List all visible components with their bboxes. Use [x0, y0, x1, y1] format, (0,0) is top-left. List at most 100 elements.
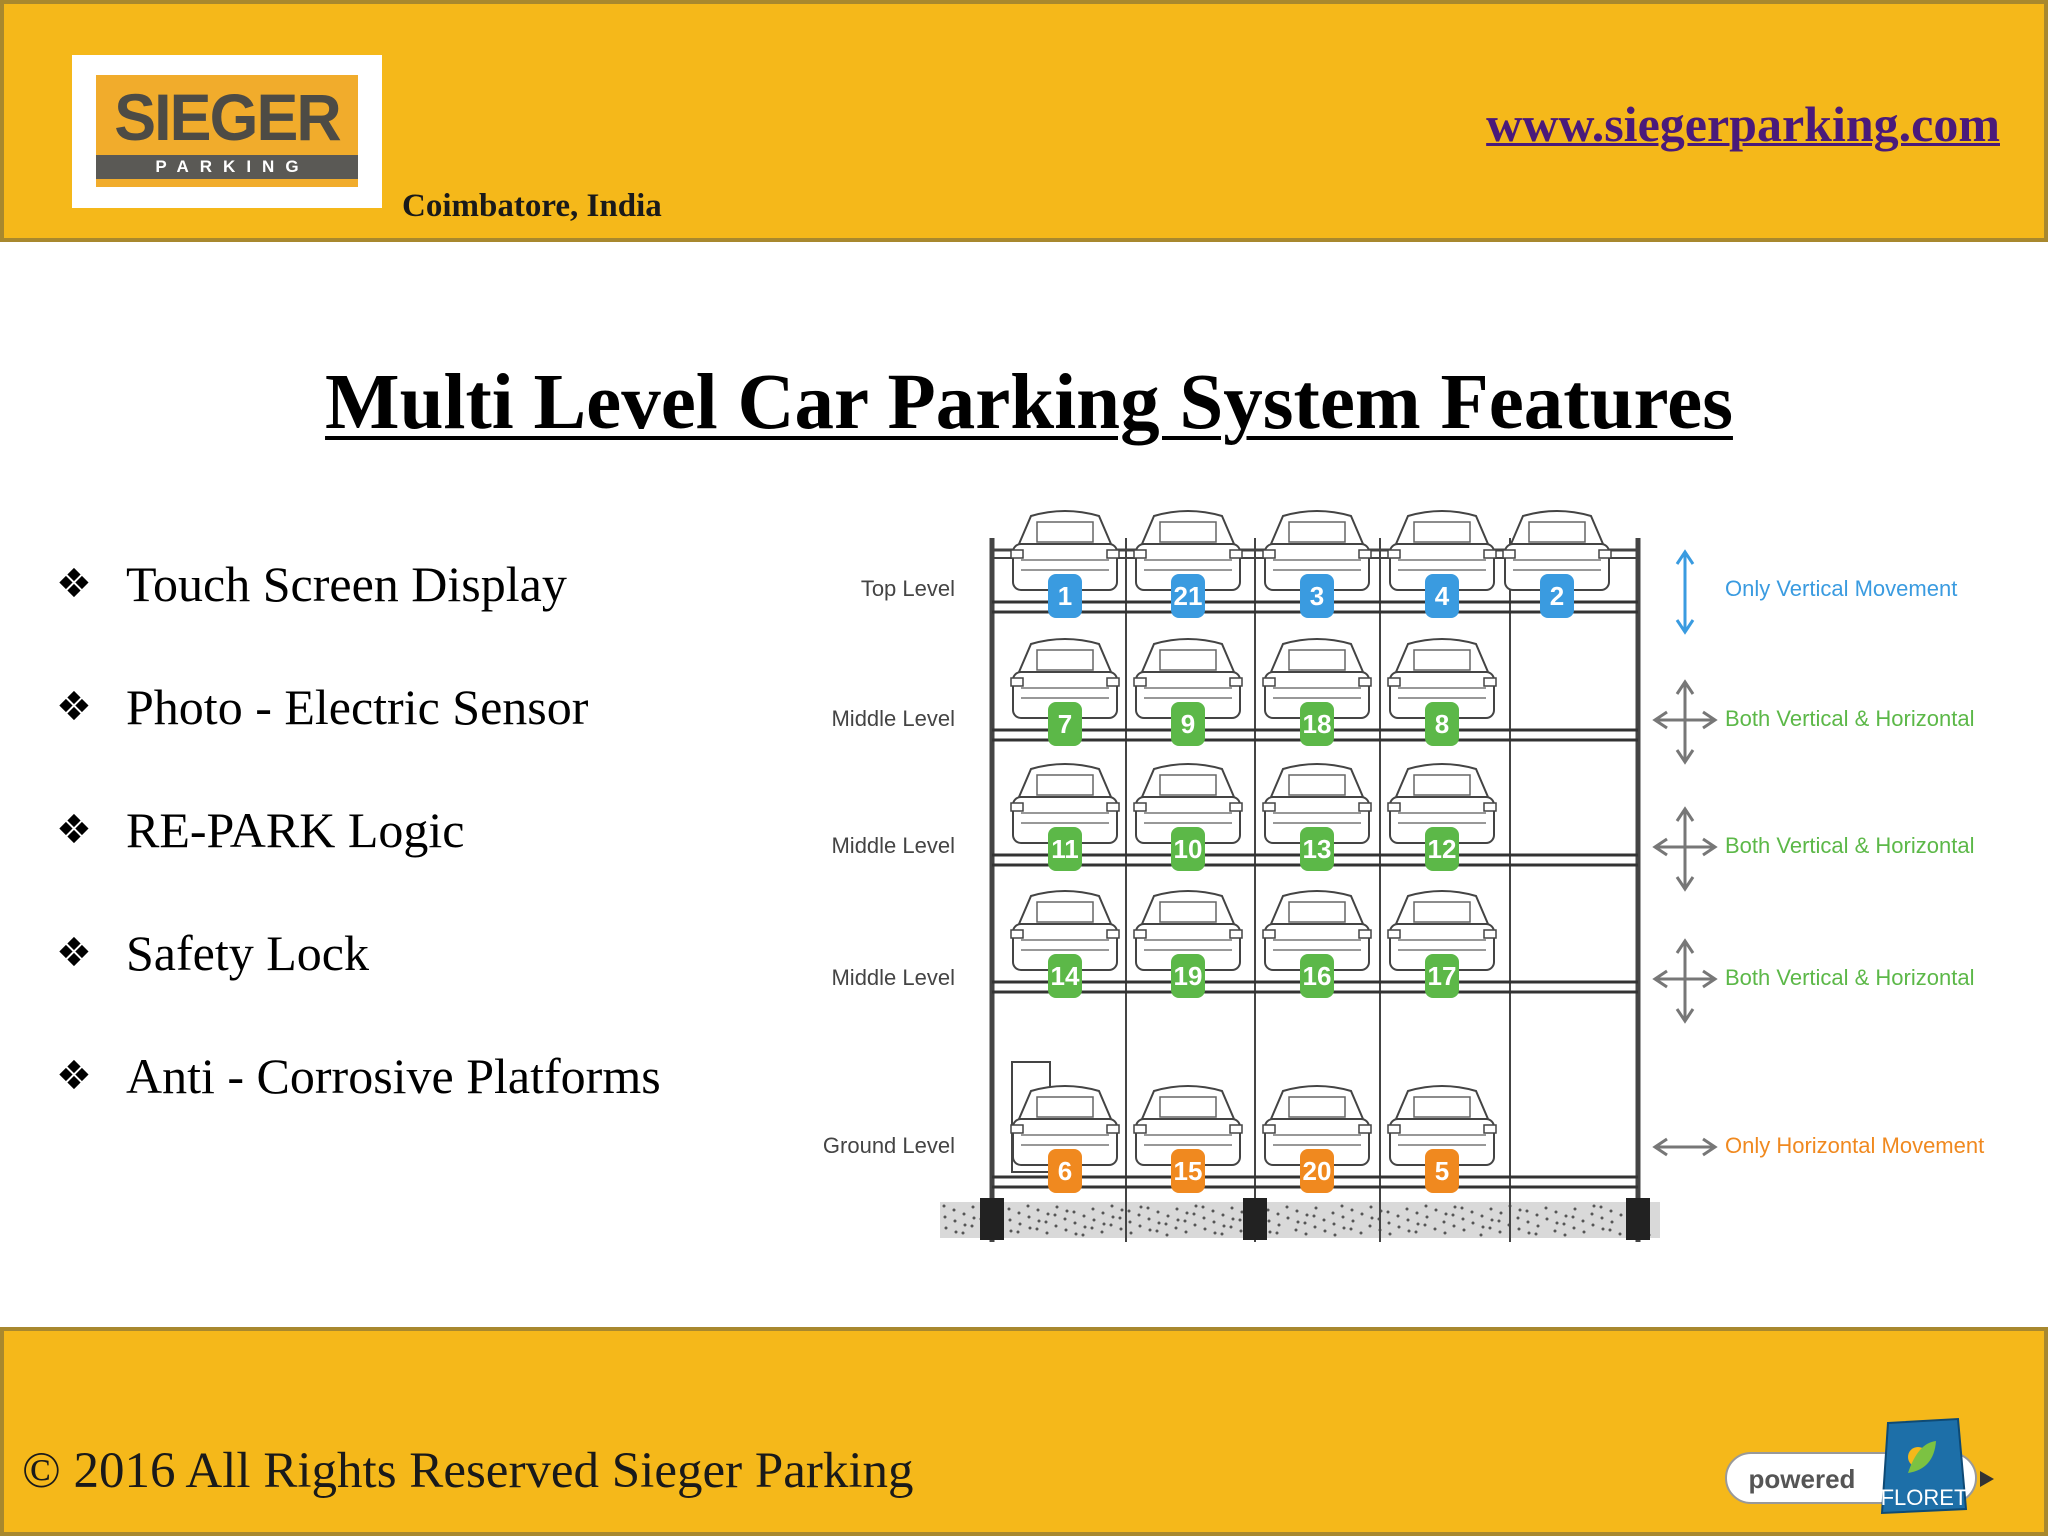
gravel-dot [1499, 1211, 1503, 1215]
gravel-dot [1045, 1231, 1049, 1235]
slot-number: 8 [1435, 709, 1449, 739]
slot-number: 19 [1174, 961, 1203, 991]
gravel-dot [1323, 1229, 1327, 1233]
car-windshield [1159, 1096, 1217, 1118]
slot-badge [1171, 954, 1205, 998]
gravel-dot [1268, 1230, 1272, 1234]
gravel-dot [1092, 1218, 1096, 1222]
gravel-dot [1610, 1220, 1614, 1224]
parked-car: 6 [1010, 1085, 1120, 1193]
car-headlight [1387, 549, 1401, 559]
gravel-dot [1275, 1231, 1279, 1235]
gravel-dot [1118, 1216, 1122, 1220]
parked-car: 16 [1262, 890, 1372, 998]
gravel-dot [1322, 1218, 1326, 1222]
car-headlight [1133, 549, 1147, 559]
parked-car: 4 [1387, 510, 1497, 618]
gravel-dot [1064, 1228, 1068, 1232]
gravel-dot [1423, 1223, 1427, 1227]
feature-text: Safety Lock [126, 925, 369, 981]
gravel-dot [1065, 1209, 1069, 1213]
gravel-dot [1231, 1217, 1235, 1221]
slot-number: 13 [1303, 834, 1332, 864]
gravel-dot [1332, 1222, 1336, 1226]
gravel-dot [963, 1223, 967, 1227]
gravel-dot [1525, 1209, 1529, 1213]
arrow-head [1675, 619, 1695, 635]
car-headlight [1483, 677, 1497, 687]
slot-badge [1048, 1149, 1082, 1193]
slot-badge [1048, 954, 1082, 998]
gravel-dot [1174, 1226, 1178, 1230]
parked-car: 19 [1133, 890, 1243, 998]
car-windshield [1159, 774, 1217, 796]
gravel-dot [1090, 1226, 1094, 1230]
car-headlight [1502, 549, 1516, 559]
slot-number: 7 [1058, 709, 1072, 739]
gravel-dot [1471, 1221, 1475, 1225]
powered-by-floret-badge[interactable]: powered FLORET [1722, 1413, 2004, 1525]
website-link[interactable]: www.siegerparking.com [1486, 96, 2000, 152]
parked-car: 12 [1387, 763, 1497, 871]
four-way-arrow-icon [1652, 679, 1718, 765]
gravel-dot [962, 1212, 966, 1216]
diamond-bullet-icon: ❖ [56, 930, 92, 976]
gravel-dot [1276, 1212, 1280, 1216]
gravel-dot [1582, 1230, 1586, 1234]
gravel-dot [1101, 1211, 1105, 1215]
gravel-dot [1460, 1206, 1464, 1210]
feature-text: Anti - Corrosive Platforms [126, 1048, 661, 1104]
parked-car: 11 [1010, 763, 1120, 871]
gravel-dot [1590, 1212, 1594, 1216]
car-windshield [1288, 649, 1346, 671]
gravel-dot [1220, 1232, 1224, 1236]
gravel-dot [1194, 1204, 1198, 1208]
gravel-dot [944, 1226, 948, 1230]
car-headlight [1358, 929, 1372, 939]
gravel-dot [1201, 1205, 1205, 1209]
car-headlight [1387, 677, 1401, 687]
slot-number: 11 [1051, 834, 1079, 864]
car-headlight [1387, 929, 1401, 939]
gravel-dot [1164, 1222, 1168, 1226]
gravel-dot [1166, 1214, 1170, 1218]
gravel-dot [1369, 1205, 1373, 1209]
slot-number: 17 [1428, 961, 1457, 991]
logo-subtitle: PARKING [96, 155, 358, 179]
parked-car: 18 [1262, 638, 1372, 746]
slot-number: 14 [1051, 961, 1080, 991]
gravel-dot [1193, 1223, 1197, 1227]
gravel-dot [1416, 1222, 1420, 1226]
slot-badge [1048, 574, 1082, 618]
slot-number: 9 [1181, 709, 1195, 739]
car-headlight [1483, 929, 1497, 939]
gravel-dot [1527, 1231, 1531, 1235]
gravel-dot [1294, 1228, 1298, 1232]
gravel-dot [1388, 1232, 1392, 1236]
car-windshield [1159, 901, 1217, 923]
car-headlight [1133, 677, 1147, 687]
gravel-dot [942, 1204, 946, 1208]
arrow-head [1702, 837, 1718, 857]
car-headlight [1358, 1124, 1372, 1134]
diamond-bullet-icon: ❖ [56, 807, 92, 853]
gravel-dot [1599, 1205, 1603, 1209]
gravel-dot [1109, 1223, 1113, 1227]
gravel-dot [1304, 1232, 1308, 1236]
sieger-logo[interactable]: SIEGER PARKING [72, 55, 382, 208]
arrow-head [1702, 710, 1718, 730]
gravel-dot [1481, 1225, 1485, 1229]
gravel-dot [1213, 1231, 1217, 1235]
gravel-dot [1202, 1216, 1206, 1220]
gravel-dot [1100, 1230, 1104, 1234]
slot-number: 15 [1174, 1156, 1203, 1186]
floret-brand-label: FLORET [1881, 1485, 1968, 1510]
diamond-bullet-icon: ❖ [56, 561, 92, 607]
gravel-dot [1192, 1212, 1196, 1216]
gravel-dot [1176, 1218, 1180, 1222]
gravel-dot [1266, 1208, 1270, 1212]
gravel-dot [1009, 1229, 1013, 1233]
car-headlight [1010, 549, 1024, 559]
gravel-dot [1157, 1221, 1161, 1225]
powered-label: powered [1749, 1464, 1856, 1494]
